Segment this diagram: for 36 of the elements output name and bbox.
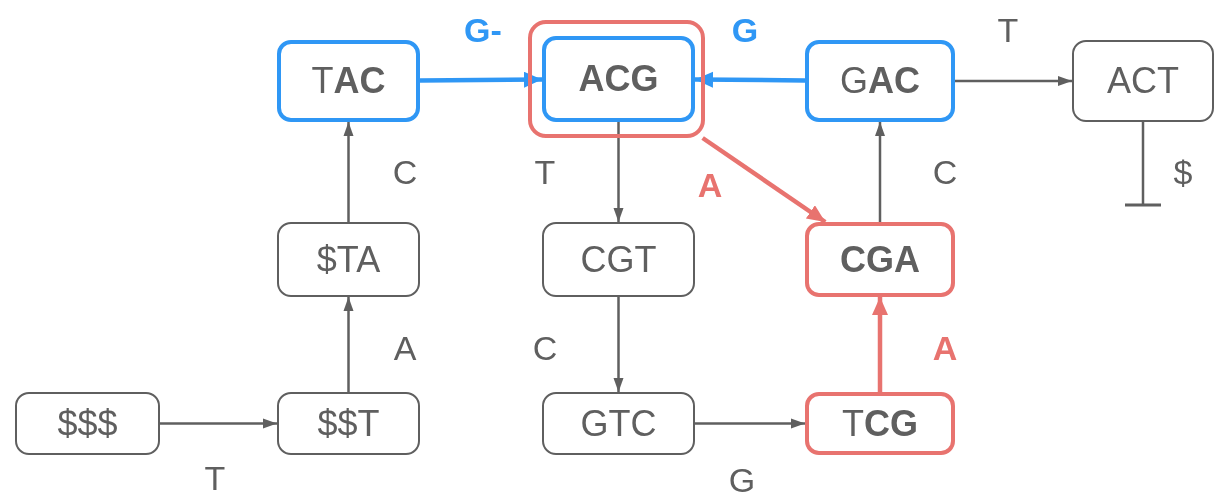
sequence-box (805, 40, 955, 122)
arrow (955, 76, 1072, 86)
sequence-box (542, 36, 695, 122)
sequence-text: TCG (842, 402, 918, 445)
highlight-frame (528, 20, 705, 138)
sequence-text: CGT (580, 238, 657, 281)
sequence-box (277, 40, 420, 122)
sequence-text: ACT (1107, 60, 1179, 102)
arrow (701, 136, 827, 224)
arrow (343, 122, 354, 222)
arrow (695, 418, 805, 429)
sequence-text: $$$ (57, 402, 118, 445)
arrow (875, 122, 885, 222)
sequence-box (277, 222, 420, 297)
sequence-box (805, 222, 955, 297)
arrow (613, 297, 624, 392)
arrow (343, 297, 354, 392)
terminator-line (1123, 122, 1163, 207)
sequence-text: CGA (840, 238, 920, 281)
sequence-text: $TA (316, 238, 381, 281)
sequence-text: GTC (580, 402, 657, 445)
sequence-box (15, 392, 160, 455)
sequence-text: GAC (840, 60, 920, 102)
sequence-box (542, 222, 695, 297)
sequence-text: $$T (317, 402, 380, 445)
sequence-text: TAC (311, 60, 386, 102)
arrow (160, 418, 277, 429)
sequence-box (1072, 40, 1214, 122)
sequence-text: ACG (578, 58, 659, 100)
arrow (872, 297, 888, 392)
sequence-box (805, 392, 955, 455)
arrow (613, 122, 624, 222)
arrow (695, 71, 806, 88)
arrow (420, 71, 542, 88)
sequence-box (277, 392, 420, 455)
sequence-box (542, 392, 695, 455)
